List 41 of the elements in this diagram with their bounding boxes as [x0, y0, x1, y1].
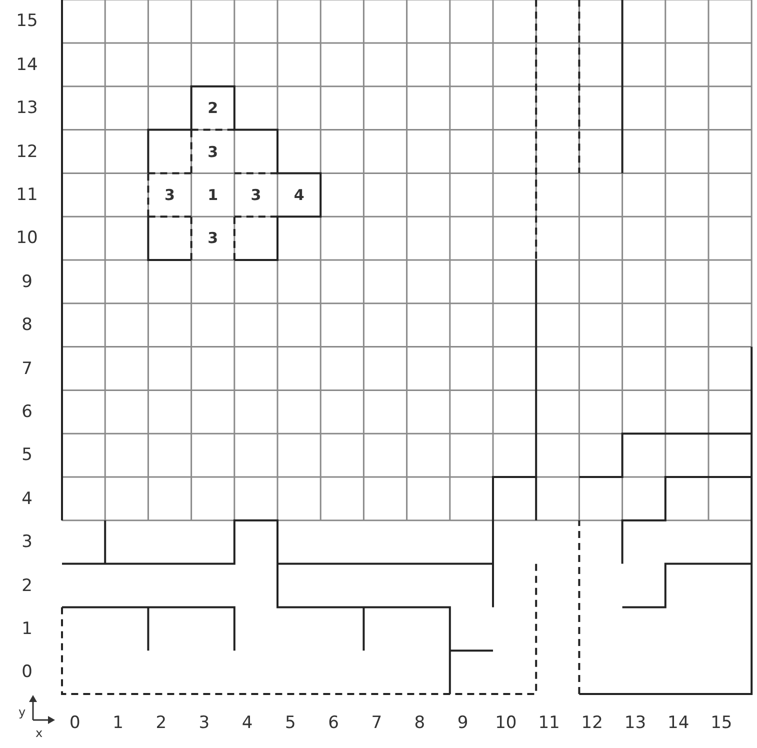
axis-label: 7 — [22, 358, 32, 378]
cell-number: 3 — [164, 184, 175, 205]
axis-letter: x — [35, 725, 43, 742]
axis-label: 3 — [22, 532, 32, 552]
axis-label: 2 — [156, 713, 167, 733]
axis-label: 2 — [22, 576, 32, 596]
axis-label: 12 — [16, 142, 38, 162]
axis-label: 3 — [198, 713, 210, 733]
axis-label: 15 — [710, 713, 732, 733]
axis-label: 13 — [16, 98, 38, 118]
axis-label: 14 — [16, 54, 38, 75]
axis-label: 11 — [538, 713, 560, 733]
axis-label: 1 — [22, 618, 32, 639]
axis-label: 4 — [22, 488, 32, 509]
axis-label: 6 — [22, 402, 32, 422]
cell-number: 3 — [250, 184, 262, 205]
axis-label: 15 — [16, 11, 38, 32]
axis-label: 8 — [414, 713, 426, 733]
axis-label: 0 — [70, 713, 80, 733]
axis-label: 10 — [495, 713, 517, 733]
cell-number: 2 — [208, 98, 218, 118]
axis-label: 0 — [22, 662, 32, 682]
axis-label: 5 — [285, 713, 296, 733]
axis-label: 7 — [371, 713, 382, 733]
axis-label: 4 — [242, 713, 253, 733]
axis-label: 14 — [668, 713, 690, 733]
axis-label: 10 — [16, 228, 38, 248]
axis-label: 11 — [16, 184, 38, 205]
axis-label: 1 — [112, 713, 124, 733]
axis-label: 6 — [328, 713, 339, 733]
axis-label: 12 — [581, 713, 603, 733]
cell-number: 1 — [208, 184, 218, 205]
axis-letter: y — [18, 704, 26, 721]
axis-label: 9 — [457, 713, 468, 733]
axis-label: 9 — [22, 272, 32, 292]
axis-label: 8 — [22, 315, 32, 336]
cell-number: 3 — [208, 142, 218, 162]
cell-number: 3 — [208, 228, 218, 248]
axis-label: 5 — [22, 445, 32, 466]
axis-label: 13 — [624, 713, 646, 733]
cell-number: 4 — [294, 184, 304, 205]
